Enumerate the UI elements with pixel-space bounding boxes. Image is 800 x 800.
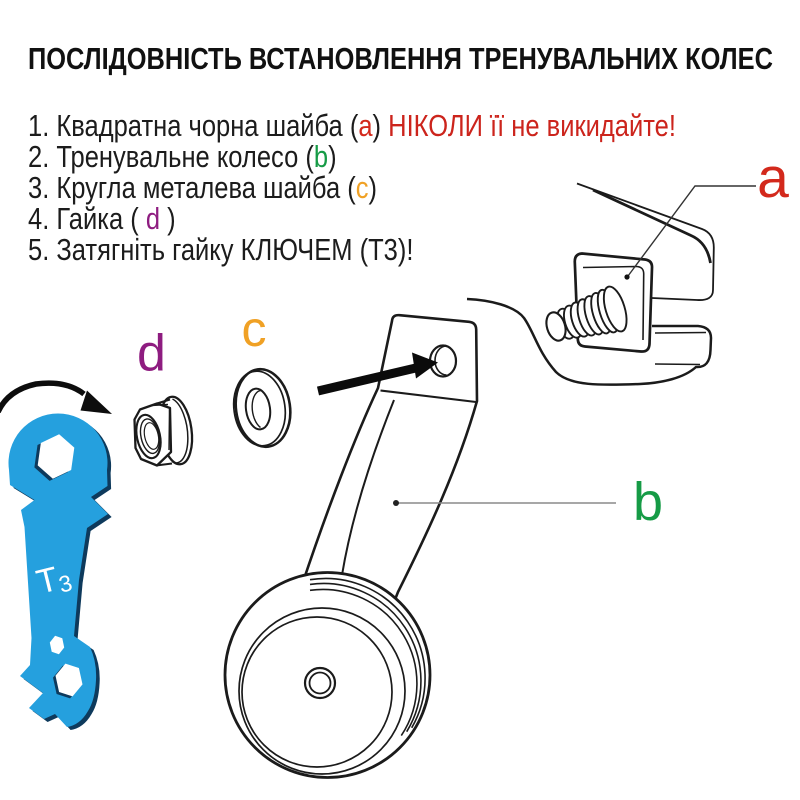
svg-text:b: b (633, 472, 663, 532)
svg-text:d: d (137, 325, 166, 383)
svg-text:a: a (757, 146, 789, 210)
svg-text:c: c (242, 301, 267, 357)
